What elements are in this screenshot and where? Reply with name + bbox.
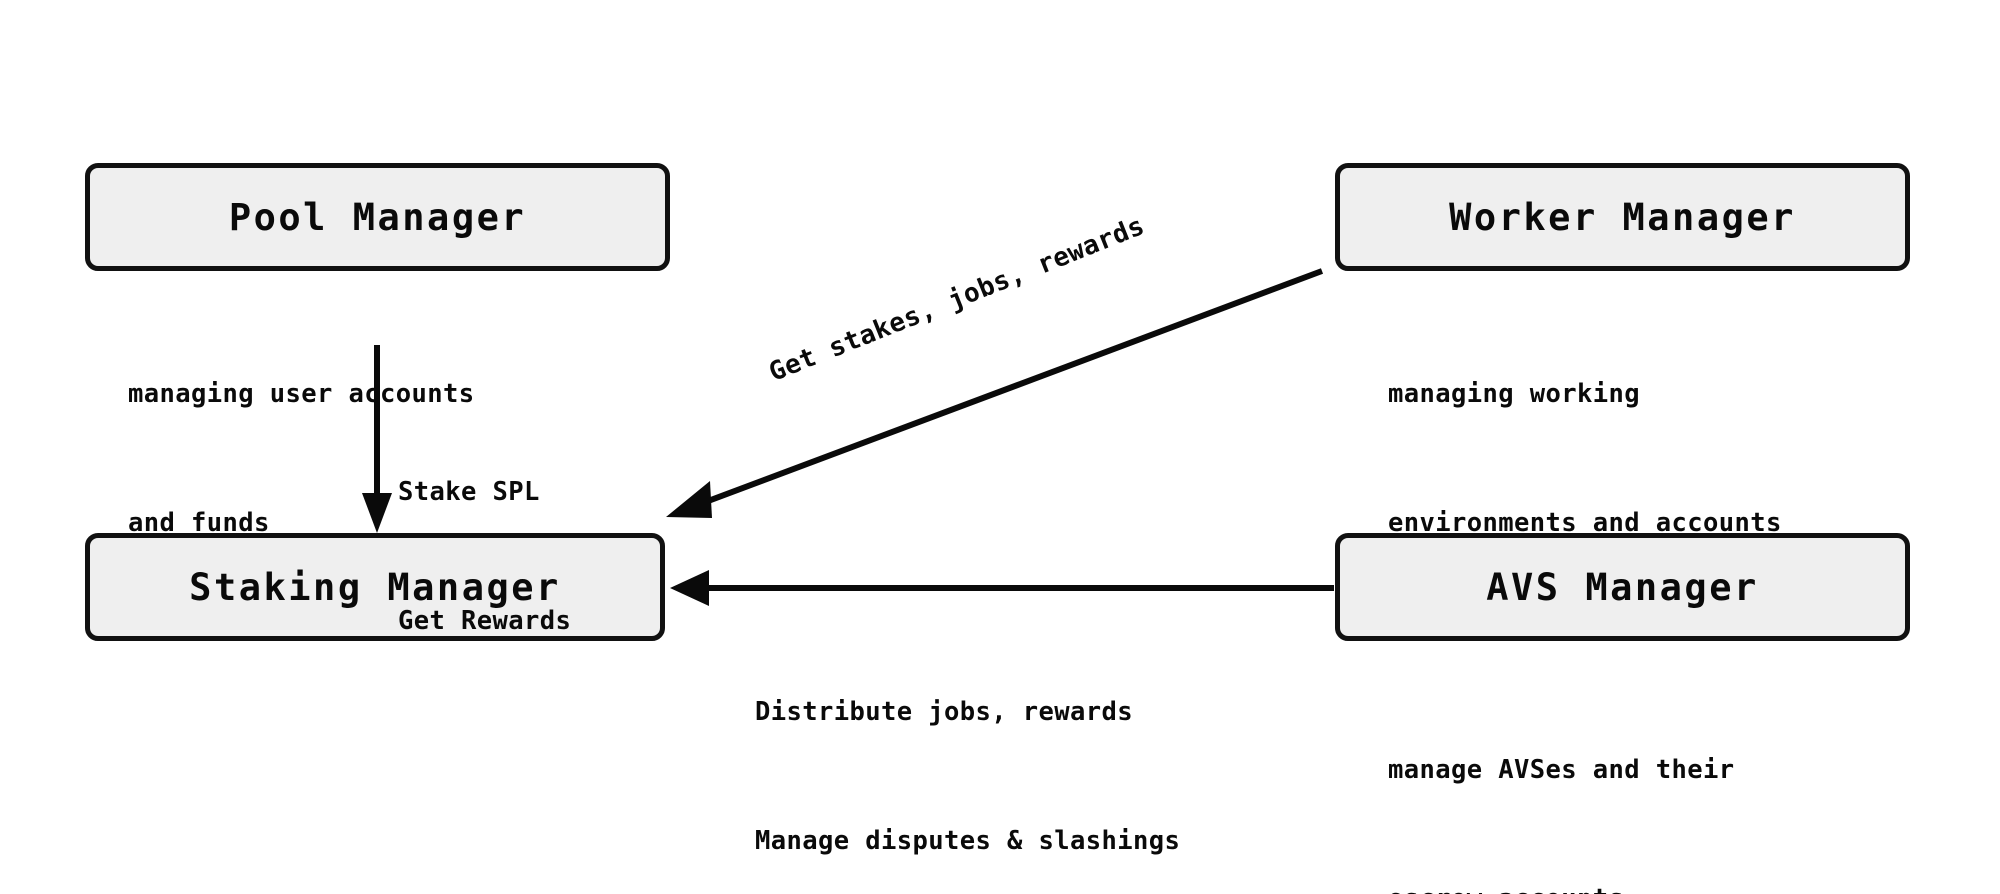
caption-avs-manager: manage AVSes and their escrow accounts xyxy=(1388,663,1735,894)
node-worker-manager[interactable]: Worker Manager xyxy=(1335,163,1910,271)
edge-label-pool-to-staking: Stake SPL Get Rewards xyxy=(398,385,571,729)
edge-label-pool-to-staking-line-1: Stake SPL xyxy=(398,477,540,507)
node-avs-manager-label: AVS Manager xyxy=(1486,565,1759,609)
caption-worker-manager: managing working environments and accoun… xyxy=(1388,287,1782,631)
caption-avs-manager-line-1: manage AVSes and their xyxy=(1388,755,1735,785)
edge-label-worker-to-staking: Get stakes, jobs, rewards xyxy=(765,210,1149,388)
arrow-worker-to-staking xyxy=(666,268,1324,518)
node-avs-manager[interactable]: AVS Manager xyxy=(1335,533,1910,641)
caption-pool-manager: managing user accounts and funds xyxy=(128,287,475,631)
caption-pool-manager-line-2: and funds xyxy=(128,508,270,538)
edge-label-avs-to-staking: Distribute jobs, rewards Manage disputes… xyxy=(755,605,1180,894)
caption-avs-manager-line-2: escrow accounts xyxy=(1388,878,1735,894)
node-pool-manager[interactable]: Pool Manager xyxy=(85,163,670,271)
node-staking-manager[interactable]: Staking Manager xyxy=(85,533,665,641)
edge-label-pool-to-staking-line-2: Get Rewards xyxy=(398,606,572,636)
caption-worker-manager-line-1: managing working xyxy=(1388,379,1641,409)
caption-pool-manager-line-1: managing user accounts xyxy=(128,379,475,409)
node-pool-manager-label: Pool Manager xyxy=(228,195,527,239)
edge-label-avs-to-staking-line-1: Distribute jobs, rewards xyxy=(755,697,1134,727)
node-worker-manager-label: Worker Manager xyxy=(1449,195,1796,239)
arrow-avs-to-staking xyxy=(670,570,1334,606)
caption-worker-manager-line-2: environments and accounts xyxy=(1388,508,1782,538)
edge-label-avs-to-staking-line-2: Manage disputes & slashings xyxy=(755,826,1181,856)
node-staking-manager-label: Staking Manager xyxy=(189,565,561,609)
